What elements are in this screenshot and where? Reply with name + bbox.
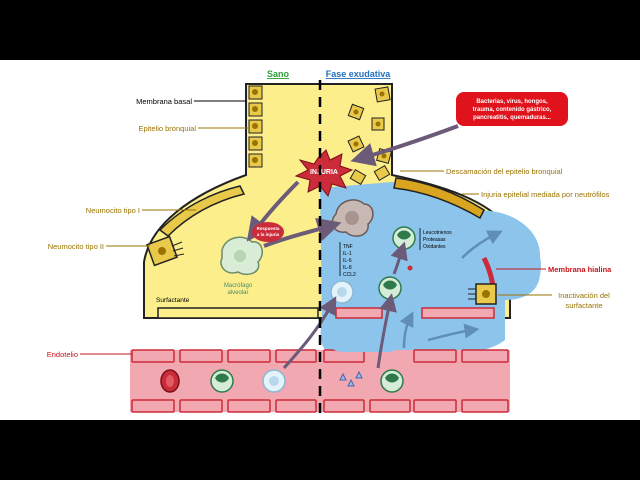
cytokine-il6: IL-6 [343, 258, 352, 264]
macrophage-label-2: alveolar [227, 290, 248, 296]
response-label-1: Respuesta [257, 226, 280, 231]
label-basal-membrane: Membrana basal [136, 97, 192, 106]
response-badge [252, 222, 284, 242]
bronchial-epithelium-left [248, 85, 263, 168]
arrow-fluid-1 [461, 230, 503, 259]
neutrophil-migrating [380, 369, 404, 393]
diagram-canvas: INJURIA Respuesta a la injuria Sano Fase… [0, 60, 640, 420]
response-label-2: a la injuria [257, 232, 280, 237]
monocyte-alveolar [330, 280, 354, 304]
macrophage-label-1: Macrófago [224, 283, 253, 289]
injury-label: INJURIA [310, 169, 338, 176]
edema-bulge [455, 210, 540, 297]
injury-starburst [294, 149, 354, 198]
cytokine-il8: IL-8 [343, 265, 352, 271]
arrow-diapedesis-2 [376, 293, 397, 369]
neutrophil-capillary [210, 369, 234, 393]
header-exudative: Fase exudativa [326, 69, 392, 79]
hyaline-membrane-bottom-left [335, 307, 383, 319]
label-endothelium: Endotelio [47, 350, 78, 359]
mediator-proteases: Proteasas [423, 237, 446, 243]
arrow-fluid-3 [399, 311, 414, 349]
vascular-leak [321, 322, 399, 352]
surfactant-layer [157, 307, 319, 319]
platelets [339, 370, 363, 387]
pneumocyte-type-1-damaged [393, 177, 485, 220]
cytokine-ccl2: CCL2 [343, 272, 356, 278]
neutrophil-alveolar-1 [392, 226, 416, 250]
label-surfactant-inactivation-2: surfactante [565, 301, 602, 310]
causes-line-1: Bacterias, virus, hongos, [476, 99, 548, 105]
surfactant-inactivated-cell [468, 283, 497, 305]
arrow-causes-to-injury [350, 124, 459, 167]
top-letterbox [0, 0, 640, 60]
cytokine-tnf: TNF [343, 244, 353, 250]
arrow-macrophage-to-activated [263, 217, 342, 248]
pneumocyte-type-1 [158, 185, 246, 237]
label-neutrophil-injury: Injuria epitelial mediada por neutrófilo… [481, 190, 610, 199]
label-desquamation: Descamación del epitelio bronquial [446, 167, 563, 176]
mediator-dot [407, 265, 413, 271]
red-blood-cell [160, 369, 180, 393]
hyaline-membrane-bottom-right [421, 307, 495, 319]
causes-box [456, 92, 568, 126]
bottom-letterbox [0, 420, 640, 480]
causes-line-3: pancreatitis, quemaduras... [473, 115, 551, 121]
mediator-leukotrienes: Leucotrienos [423, 230, 452, 236]
cytokine-il1: IL-1 [343, 251, 352, 257]
neutrophil-alveolar-2 [378, 276, 402, 300]
label-pneumocyte-1: Neumocito tipo I [86, 206, 140, 215]
causes-line-2: trauma, contenido gástrico, [473, 107, 552, 113]
label-surfactant-inactivation-1: Inactivación del [558, 291, 610, 300]
pneumocyte-type-2 [146, 235, 185, 267]
arrow-fluid-2 [427, 323, 480, 342]
arrow-neutrophil-up [390, 241, 408, 275]
ards-diagram: INJURIA Respuesta a la injuria Sano Fase… [47, 69, 612, 420]
endothelium-bottom-cells [131, 399, 509, 413]
endothelium-top-cells [131, 349, 509, 363]
monocyte-capillary [262, 369, 286, 393]
label-bronchial-epithelium: Epitelio bronquial [138, 124, 196, 133]
alveolar-macrophage [220, 236, 263, 276]
label-surfactant: Surfactante [156, 297, 190, 304]
label-pneumocyte-2: Neumocito tipo II [48, 242, 104, 251]
header-healthy: Sano [267, 69, 290, 79]
label-hyaline-membrane: Membrana hialina [548, 265, 612, 274]
arrow-diapedesis-1 [282, 296, 337, 369]
mediator-oxidants: Oxidantes [423, 244, 446, 250]
